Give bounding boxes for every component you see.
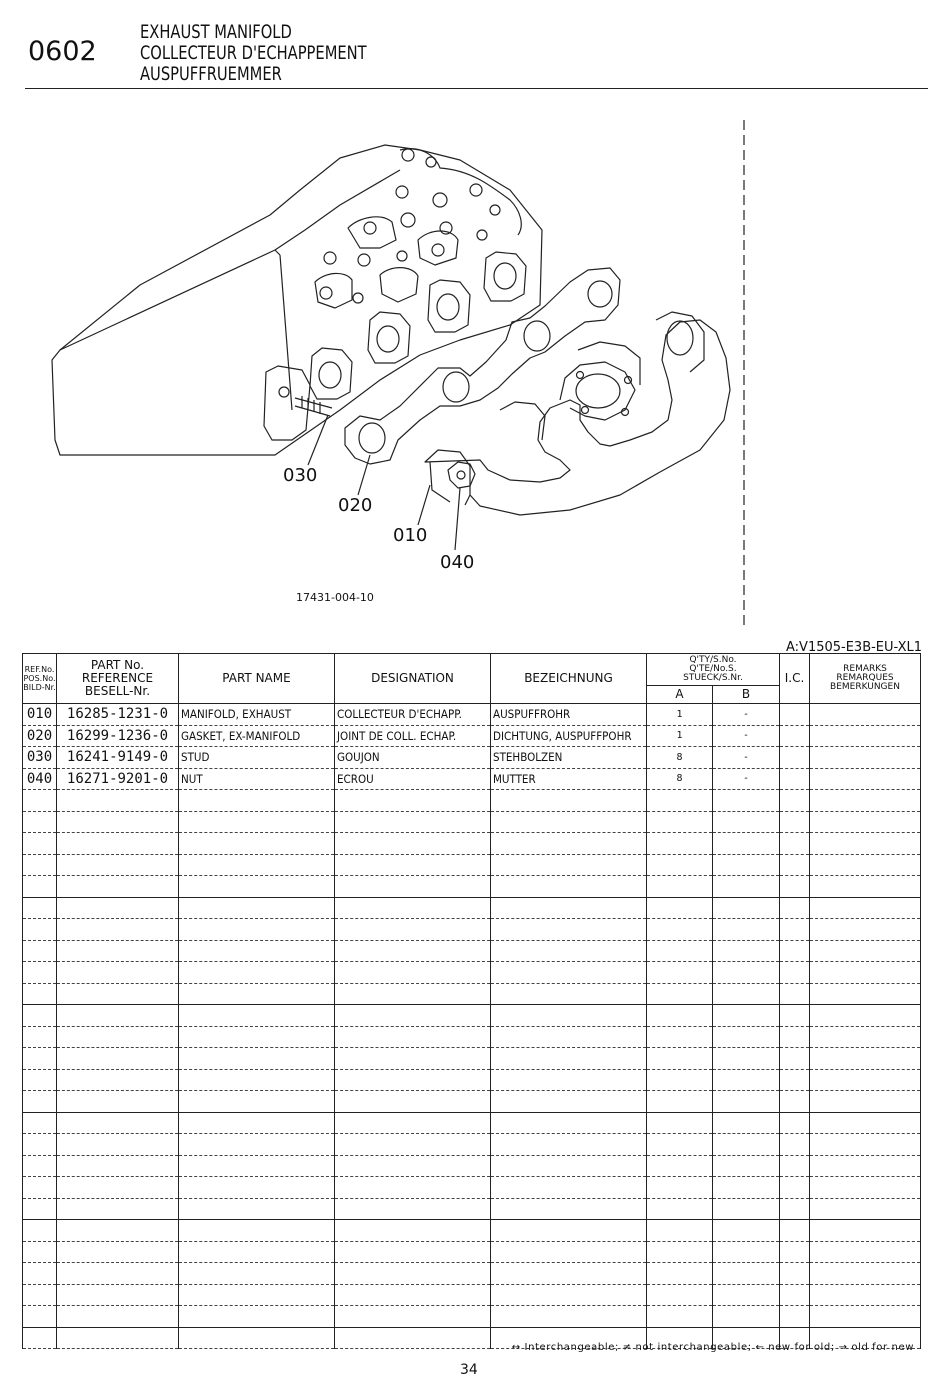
empty-rows (22, 789, 921, 1349)
cell-part-name: STUD (178, 746, 335, 769)
cell-qty-a: 1 (646, 725, 713, 747)
col-bezeichnung: BEZEICHNUNG (490, 653, 647, 704)
empty-table-row (22, 961, 921, 984)
empty-table-row (22, 854, 921, 876)
empty-table-row (22, 1004, 921, 1027)
empty-table-row (22, 1198, 921, 1220)
empty-table-row (22, 1219, 921, 1242)
cell-ref: 040 (22, 768, 57, 790)
col-ref: REF.No.POS.No.BILD-Nr. (22, 653, 57, 704)
callout-040: 040 (440, 552, 475, 573)
col-quantity: Q'TY/S.No.Q'TE/No.S.STUECK/S.Nr. (646, 653, 780, 686)
empty-table-row (22, 918, 921, 941)
title-english: EXHAUST MANIFOLD (140, 21, 292, 43)
cell-qty-b: - (712, 768, 780, 790)
cell-qty-b: - (712, 703, 780, 726)
empty-table-row (22, 875, 921, 898)
empty-table-row (22, 789, 921, 812)
cell-part-name: GASKET, EX-MANIFOLD (178, 725, 335, 747)
empty-table-row (22, 1176, 921, 1199)
title-german: AUSPUFFRUEMMER (140, 63, 282, 85)
cell-bezeichnung: DICHTUNG, AUSPUFFPOHR (490, 725, 647, 747)
empty-table-row (22, 1305, 921, 1328)
col-ic: I.C. (779, 653, 810, 704)
empty-table-row (22, 1069, 921, 1091)
parts-table: REF.No.POS.No.BILD-Nr. PART No.REFERENCE… (22, 653, 921, 1349)
empty-table-row (22, 1112, 921, 1134)
figure-id: 17431-004-10 (296, 591, 374, 604)
cell-qty-a: 8 (646, 768, 713, 790)
interchangeability-legend: ↔ Interchangeable; ≠ not interchangeable… (511, 1342, 914, 1353)
col-part-name: PART NAME (178, 653, 335, 704)
cell-bezeichnung: AUSPUFFROHR (490, 703, 647, 726)
cell-qty-a: 1 (646, 703, 713, 726)
model-code: A:V1505-E3B-EU-XL1 (786, 640, 922, 655)
cell-part-no: 16241-9149-0 (56, 746, 179, 769)
empty-table-row (22, 811, 921, 833)
cell-designation: COLLECTEUR D'ECHAPP. (334, 703, 491, 726)
empty-table-row (22, 1327, 921, 1349)
table-row: 010 16285-1231-0 MANIFOLD, EXHAUST COLLE… (22, 703, 921, 726)
cell-qty-a: 8 (646, 746, 713, 769)
empty-table-row (22, 1090, 921, 1113)
cell-part-no: 16299-1236-0 (56, 725, 179, 747)
cell-part-name: NUT (178, 768, 335, 790)
cell-designation: JOINT DE COLL. ECHAP. (334, 725, 491, 747)
empty-table-row (22, 897, 921, 919)
empty-table-row (22, 1284, 921, 1306)
col-designation: DESIGNATION (334, 653, 491, 704)
empty-table-row (22, 1133, 921, 1156)
col-qty-b: B (712, 685, 780, 704)
title-french: COLLECTEUR D'ECHAPPEMENT (140, 42, 367, 64)
empty-table-row (22, 940, 921, 962)
empty-table-row (22, 1241, 921, 1263)
callout-020: 020 (338, 495, 373, 516)
cell-part-name: MANIFOLD, EXHAUST (178, 703, 335, 726)
cell-ref: 010 (22, 703, 57, 726)
empty-table-row (22, 1155, 921, 1177)
section-code: 0602 (28, 36, 97, 67)
header-rule (25, 88, 928, 89)
cell-bezeichnung: STEHBOLZEN (490, 746, 647, 769)
exhaust-manifold-diagram (51, 120, 745, 630)
page-number: 34 (460, 1362, 478, 1378)
table-row: 030 16241-9149-0 STUD GOUJON STEHBOLZEN … (22, 746, 921, 769)
callout-010: 010 (393, 525, 428, 546)
cell-ref: 020 (22, 725, 57, 747)
cell-designation: GOUJON (334, 746, 491, 769)
section-titles: EXHAUST MANIFOLD COLLECTEUR D'ECHAPPEMEN… (140, 22, 367, 85)
col-qty-a: A (646, 685, 713, 704)
cell-bezeichnung: MUTTER (490, 768, 647, 790)
callout-030: 030 (283, 465, 318, 486)
cell-ref: 030 (22, 746, 57, 769)
cell-qty-b: - (712, 746, 780, 769)
cell-designation: ECROU (334, 768, 491, 790)
empty-table-row (22, 1026, 921, 1048)
empty-table-row (22, 1262, 921, 1285)
empty-table-row (22, 832, 921, 855)
cell-part-no: 16285-1231-0 (56, 703, 179, 726)
table-row: 020 16299-1236-0 GASKET, EX-MANIFOLD JOI… (22, 725, 921, 747)
empty-table-row (22, 1047, 921, 1070)
cell-qty-b: - (712, 725, 780, 747)
empty-table-row (22, 983, 921, 1005)
cell-part-no: 16271-9201-0 (56, 768, 179, 790)
table-row: 040 16271-9201-0 NUT ECROU MUTTER 8 - (22, 768, 921, 790)
